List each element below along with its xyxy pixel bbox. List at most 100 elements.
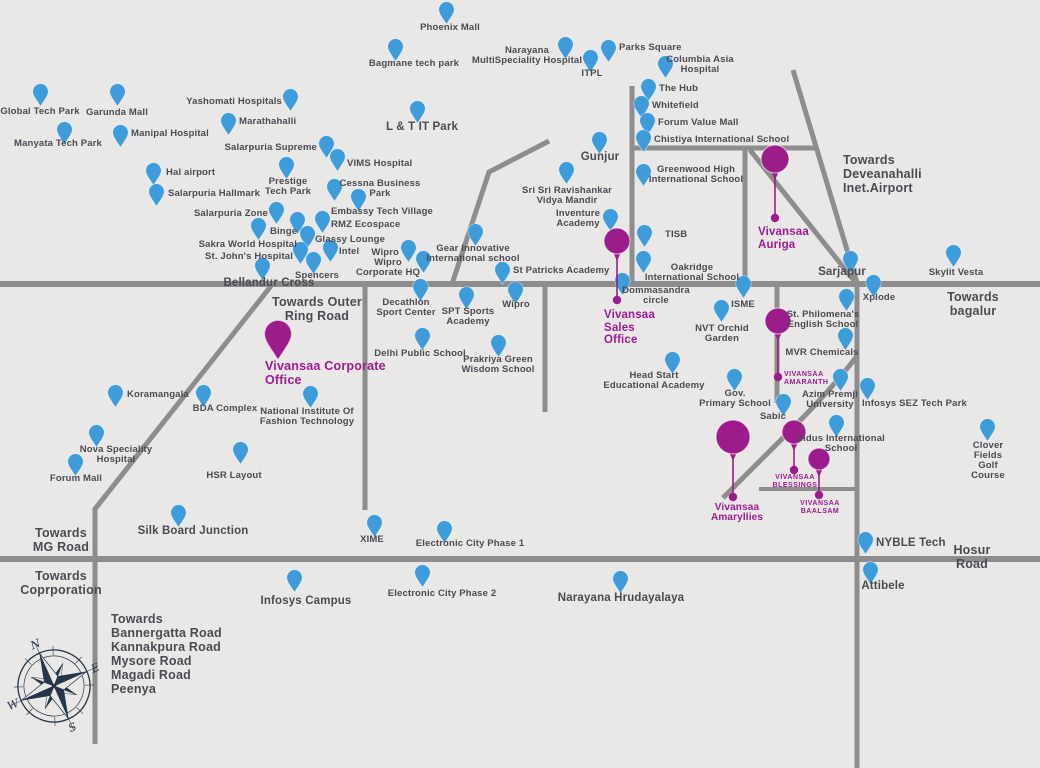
map-pin[interactable] — [288, 211, 306, 240]
vivansaa-baalsam-pin[interactable] — [805, 446, 833, 503]
map-pin[interactable] — [408, 100, 426, 129]
map-pin[interactable] — [111, 124, 129, 153]
map-pin[interactable] — [291, 241, 309, 270]
map-pin[interactable] — [635, 224, 653, 253]
map-pin[interactable] — [435, 520, 453, 549]
map-pin[interactable] — [253, 257, 271, 286]
vivansaa-baalsam-label: VIVANSAA BAALSAM — [800, 500, 840, 515]
map-pin[interactable] — [321, 239, 339, 268]
map-pin[interactable] — [413, 327, 431, 356]
map-pin[interactable] — [611, 570, 629, 599]
map-pin[interactable] — [249, 217, 267, 246]
vivansaa-auriga-label: Vivansaa Auriga — [758, 226, 809, 251]
map-pin-label: Salarpuria Zone — [193, 208, 268, 219]
map-pin[interactable] — [837, 288, 855, 317]
map-pin-label: The Hub — [659, 83, 699, 94]
vivansaa-corporate-office-pin[interactable] — [263, 319, 293, 366]
map-pin[interactable] — [399, 239, 417, 268]
map-pin[interactable] — [277, 156, 295, 185]
map-pin-label: Bellandur Cross — [223, 277, 315, 289]
map-pin-label: Koramangala — [127, 389, 189, 400]
map-pin[interactable] — [108, 83, 126, 112]
map-pin-label: Attibele — [861, 580, 905, 592]
map-pin[interactable] — [599, 39, 617, 68]
map-pin[interactable] — [328, 148, 346, 177]
map-pin[interactable] — [864, 274, 882, 303]
map-pin[interactable] — [87, 424, 105, 453]
map-pin[interactable] — [836, 327, 854, 356]
vivansaa-blessings-pin[interactable] — [779, 418, 809, 478]
map-pin[interactable] — [466, 223, 484, 252]
direction-label: Hosur Road — [953, 543, 991, 571]
map-pin[interactable] — [281, 88, 299, 117]
map-pin[interactable] — [858, 377, 876, 406]
map-pin[interactable] — [774, 393, 792, 422]
map-pin[interactable] — [557, 161, 575, 190]
map-pin[interactable] — [613, 272, 631, 301]
map-pin[interactable] — [634, 129, 652, 158]
map-pin-label: Dommasandra circle — [622, 285, 690, 306]
vivansaa-amaranth-pin[interactable] — [762, 306, 794, 385]
map-pin[interactable] — [457, 286, 475, 315]
vivansaa-auriga-pin[interactable] — [758, 143, 792, 226]
map-pin[interactable] — [267, 201, 285, 230]
map-pin[interactable] — [169, 504, 187, 533]
map-pin[interactable] — [55, 121, 73, 150]
vivansaa-sales-office-label: Vivansaa Sales Office — [604, 309, 655, 346]
vivansaa-blessings-label: VIVANSAA BLESSINGS — [772, 474, 818, 489]
map-pin-label: Whitefield — [652, 100, 699, 111]
map-pin-label: Electronic City Phase 2 — [387, 588, 497, 599]
map-pin[interactable] — [414, 250, 432, 279]
map-pin[interactable] — [581, 49, 599, 78]
vivansaa-sales-office-pin[interactable] — [601, 226, 633, 308]
map-pin[interactable] — [386, 38, 404, 67]
map-pin[interactable] — [663, 351, 681, 380]
map-pin[interactable] — [317, 135, 335, 164]
map-pin[interactable] — [349, 188, 367, 217]
map-pin[interactable] — [231, 441, 249, 470]
map-pin[interactable] — [734, 275, 752, 304]
map-pin[interactable] — [219, 112, 237, 141]
map-pin-label: L & T IT Park — [385, 121, 459, 133]
map-pin[interactable] — [489, 334, 507, 363]
map-pin[interactable] — [31, 83, 49, 112]
map-pin[interactable] — [861, 561, 879, 590]
map-pin[interactable] — [556, 36, 574, 65]
map-pin[interactable] — [712, 299, 730, 328]
map-pin[interactable] — [437, 1, 455, 30]
map-pin[interactable] — [831, 368, 849, 397]
map-pin[interactable] — [413, 564, 431, 593]
compass-rose-icon: N E S W — [5, 636, 101, 735]
map-pin[interactable] — [194, 384, 212, 413]
map-pin[interactable] — [656, 55, 674, 84]
map-pin-label: Silk Board Junction — [137, 525, 249, 537]
map-pin[interactable] — [325, 178, 343, 207]
map-pin[interactable] — [590, 131, 608, 160]
map-pin[interactable] — [944, 244, 962, 273]
map-pin[interactable] — [411, 278, 429, 307]
map-pin[interactable] — [301, 385, 319, 414]
map-pin[interactable] — [304, 251, 322, 280]
map-pin[interactable] — [147, 183, 165, 212]
map-pin-label: Sabic — [759, 411, 787, 422]
map-pin[interactable] — [841, 250, 859, 279]
map-pin[interactable] — [493, 261, 511, 290]
map-pin[interactable] — [313, 210, 331, 239]
map-pin[interactable] — [106, 384, 124, 413]
map-pin-label: Chistiya International School — [654, 134, 790, 145]
map-pin[interactable] — [725, 368, 743, 397]
map-pin[interactable] — [856, 531, 874, 560]
map-pin[interactable] — [66, 453, 84, 482]
map-pin[interactable] — [827, 414, 845, 443]
map-pin-label: Skylit Vesta — [928, 267, 984, 278]
map-pin[interactable] — [506, 281, 524, 310]
map-pin[interactable] — [285, 569, 303, 598]
direction-label: Towards Deveanahalli Inet.Airport — [843, 153, 922, 195]
vivansaa-amaryllies-pin[interactable] — [713, 418, 753, 505]
map-pin[interactable] — [634, 250, 652, 279]
map-pin[interactable] — [978, 418, 996, 447]
map-pin[interactable] — [365, 514, 383, 543]
map-pin[interactable] — [634, 163, 652, 192]
map-pin-label: ITPL — [581, 68, 603, 79]
map-pin-label: XIME — [360, 534, 384, 545]
